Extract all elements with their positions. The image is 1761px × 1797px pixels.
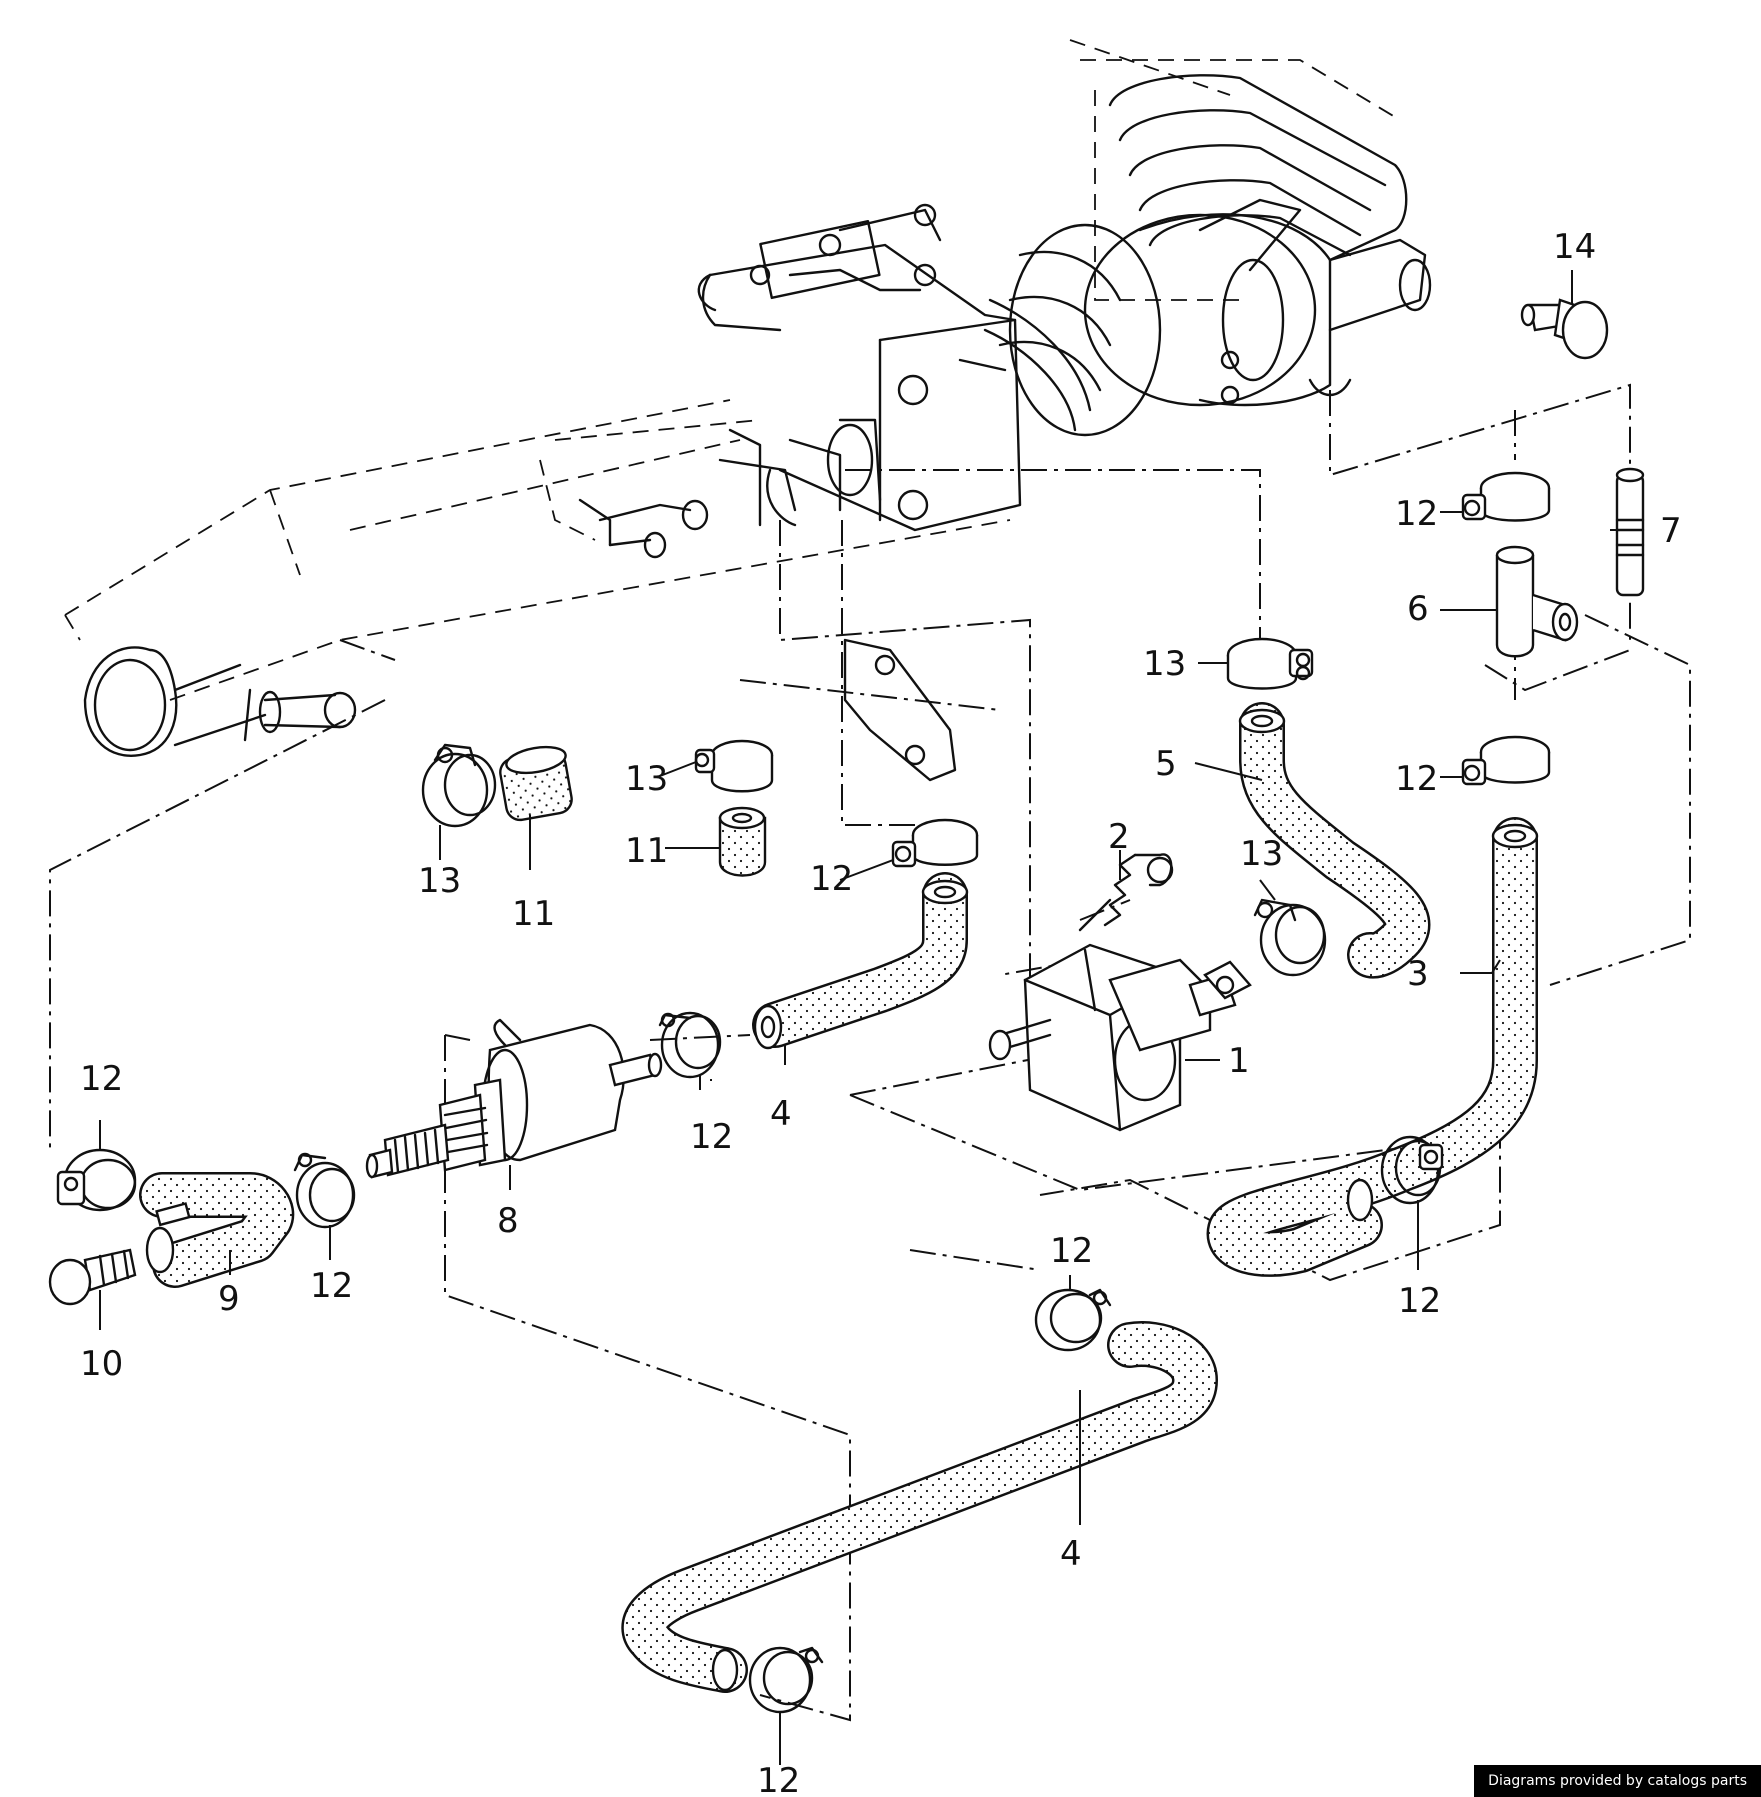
cap-14	[1520, 298, 1609, 360]
clamp-12-hose4-upper	[1034, 1288, 1112, 1352]
callout-12-left-lower: 12	[310, 1266, 353, 1306]
callout-13-center: 13	[625, 759, 668, 799]
callout-7: 7	[1660, 511, 1682, 551]
callout-5: 5	[1155, 744, 1177, 784]
hose-3	[1206, 817, 1539, 1277]
leader-lines	[99, 270, 1643, 1765]
callout-12-hose3: 12	[1398, 1281, 1441, 1321]
callout-9: 9	[218, 1279, 240, 1319]
valve-1	[988, 943, 1252, 1132]
callout-12-bottom: 12	[757, 1761, 800, 1797]
callout-12-mid-right: 12	[1395, 759, 1438, 799]
callout-11-center: 11	[625, 831, 668, 871]
callout-10: 10	[80, 1344, 123, 1384]
spring-2	[1078, 853, 1174, 932]
callout-4-lower: 4	[1060, 1534, 1082, 1574]
callout-6: 6	[1407, 589, 1429, 629]
callout-12-top-right: 12	[1395, 494, 1438, 534]
callout-1: 1	[1228, 1041, 1250, 1081]
clamp-12-hose3	[1380, 1135, 1444, 1205]
intake-manifold	[998, 39, 1432, 437]
t-piece-6	[1495, 545, 1579, 658]
cap-11-left	[499, 745, 573, 822]
callout-12-center: 12	[810, 859, 853, 899]
mounting-bracket	[843, 638, 957, 782]
clamp-12-left-upper	[56, 1148, 137, 1212]
callout-13-left: 13	[418, 861, 461, 901]
callout-labels: 14 7 6 12 12 13 5 13 2 3 1 12 12 4 12 13…	[80, 227, 1682, 1797]
clamp-13-right	[1253, 898, 1327, 977]
clamp-13-upper	[1226, 637, 1314, 690]
callout-12-left-upper: 12	[80, 1059, 123, 1099]
clamp-12-hose4	[658, 1011, 722, 1079]
clamp-12-top-right	[1461, 471, 1551, 522]
clamp-13-left	[421, 743, 497, 828]
clamp-12-bottom	[748, 1646, 824, 1714]
hose-4-upper	[752, 872, 969, 1050]
cap-10	[48, 1248, 137, 1306]
callout-11-left: 11	[512, 894, 555, 934]
callout-13-right: 13	[1240, 834, 1283, 874]
callout-4-upper: 4	[770, 1094, 792, 1134]
manifold-stubs	[578, 418, 882, 559]
connector-7	[1615, 467, 1645, 597]
hose-9	[139, 1172, 295, 1288]
callout-3: 3	[1407, 954, 1429, 994]
callout-2: 2	[1108, 817, 1130, 857]
clamp-12-center	[891, 818, 979, 868]
clamp-12-left-lower	[293, 1152, 356, 1229]
diagram-credit: Diagrams provided by catalogs parts	[1474, 1765, 1761, 1797]
callout-13-upper: 13	[1143, 644, 1186, 684]
callout-8: 8	[497, 1201, 519, 1241]
regulator-8	[365, 1018, 663, 1179]
callout-14: 14	[1553, 227, 1596, 267]
hose-5	[1238, 702, 1431, 979]
clamp-13-center	[694, 739, 774, 793]
hose-4-lower	[621, 1321, 1218, 1693]
throttle-housing	[697, 203, 1092, 532]
manifold-ghost-outline	[64, 399, 1011, 757]
callout-12-hose4-upper: 12	[1050, 1231, 1093, 1271]
callout-12-hose4: 12	[690, 1117, 733, 1157]
cap-11-center	[718, 806, 767, 877]
clamp-12-mid-right	[1461, 735, 1551, 786]
